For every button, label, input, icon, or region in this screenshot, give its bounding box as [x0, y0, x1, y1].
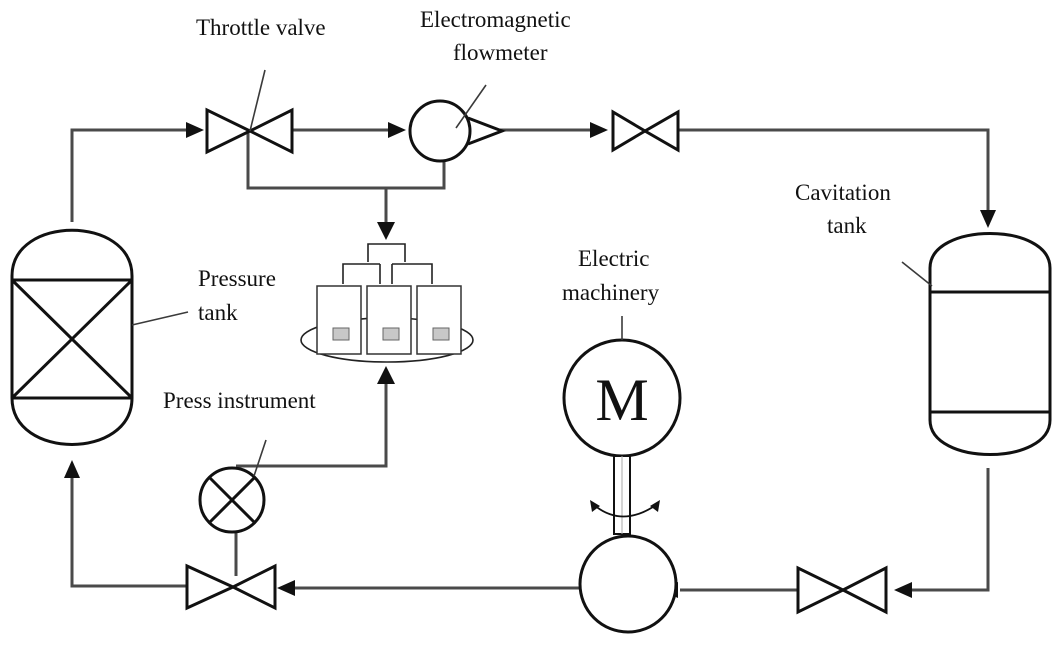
pressure-tank-label-line2: tank: [198, 300, 238, 325]
arrow-into-throttle-bottom: [277, 580, 295, 596]
inlet-valve-icon: [611, 109, 680, 153]
cavitation-tank-label-line1: Cavitation: [795, 180, 891, 205]
arrow-into-cavitation-tank: [980, 210, 996, 228]
arrow-into-throttle-valve: [186, 122, 204, 138]
computer-group-icon: [300, 243, 474, 363]
press-instrument-leader: [253, 439, 267, 477]
cavitation-tank-icon: [928, 232, 1052, 456]
pump-icon: [578, 534, 678, 634]
electric-machinery-label-line2: machinery: [562, 280, 660, 305]
arrow-into-top-valve: [590, 122, 608, 138]
shaft-icon: [613, 455, 631, 535]
arrow-into-pressure-tank: [64, 460, 80, 478]
pressure-tank-icon: [10, 228, 134, 446]
cavitation-tank-leader: [901, 261, 933, 287]
signal-gauge-to-pc: [236, 380, 388, 468]
computer-2-icon: [366, 285, 412, 355]
flowmeter-label-line1: Electromagnetic: [420, 7, 571, 32]
press-instrument-icon: [198, 466, 266, 534]
arrow-into-computers-top: [377, 222, 395, 240]
throttle-valve-label: Throttle valve: [196, 15, 326, 40]
motor-symbol: M: [595, 367, 648, 433]
arrow-into-flowmeter: [388, 122, 406, 138]
flowmeter-icon: [408, 99, 507, 163]
rotation-arrow-icon: [590, 500, 660, 518]
pressure-tank-label-line1: Pressure: [198, 266, 276, 291]
pipe-left-up: [70, 470, 188, 588]
arrow-into-computers-bottom: [377, 366, 395, 384]
signal-lines: [234, 130, 446, 576]
pipe-right-down: [906, 468, 990, 592]
arrow-into-bottom-valve: [894, 582, 912, 598]
outlet-throttle-valve-icon: [185, 563, 277, 611]
throttle-valve-icon: [205, 107, 294, 155]
pressure-tank-leader: [131, 311, 189, 326]
signal-valve-flowmeter-to-pc: [246, 130, 446, 190]
computer-1-icon: [316, 285, 362, 355]
pipe-network: [70, 128, 990, 592]
pipe-top-right: [678, 128, 990, 218]
throttle-valve-leader: [249, 69, 266, 132]
computer-3-icon: [416, 285, 462, 355]
electric-machinery-label-line1: Electric: [578, 246, 650, 271]
flowmeter-label-line2: flowmeter: [453, 40, 548, 65]
flowmeter-leader: [455, 84, 487, 129]
pipe-top-left: [70, 128, 200, 222]
cavitation-tank-label-line2: tank: [827, 213, 867, 238]
press-instrument-label: Press instrument: [163, 388, 316, 413]
return-valve-icon: [796, 565, 888, 615]
